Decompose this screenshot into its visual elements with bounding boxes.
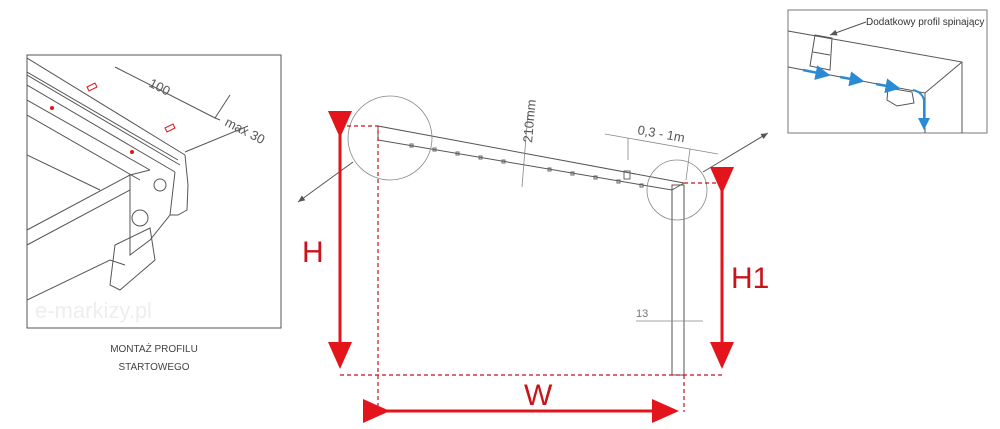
detail-frame [26, 54, 282, 329]
watermark: e-markizy.pl [35, 298, 152, 323]
dimension-guides [340, 125, 722, 412]
start-profile-detail: 100 max 30 e-markizy.pl MONTAŻ PROFILU S… [26, 54, 282, 373]
connector-profile-inset: Dodatkowy profil spinający [787, 9, 988, 134]
label-h: H [302, 236, 324, 269]
dim-max-30: max 30 [223, 114, 268, 147]
label-w: W [524, 379, 553, 412]
caption-line2: STARTOWEGO [118, 362, 189, 373]
inset-frame [787, 9, 988, 134]
caption-line1: MONTAŻ PROFILU [110, 342, 198, 355]
beam-clips [409, 143, 644, 188]
dim-overhang: 0,3 - 1m [636, 122, 686, 145]
detail-circle-right [646, 159, 708, 221]
label-h1: H1 [731, 262, 769, 295]
detail-circle-left [347, 95, 433, 181]
post [671, 184, 685, 376]
leader-left [297, 161, 354, 203]
dim-100: 100 [147, 75, 173, 98]
dim-210mm: 210mm [520, 99, 539, 144]
inset-label: Dodatkowy profil spinający [866, 17, 984, 28]
dim-post-width: 13 [636, 308, 648, 320]
leader-right [702, 132, 769, 173]
profile-drawing: 100 max 30 e-markizy.pl [27, 57, 268, 323]
main-elevation: 210mm 0,3 - 1m 13 H H1 W [297, 95, 769, 423]
